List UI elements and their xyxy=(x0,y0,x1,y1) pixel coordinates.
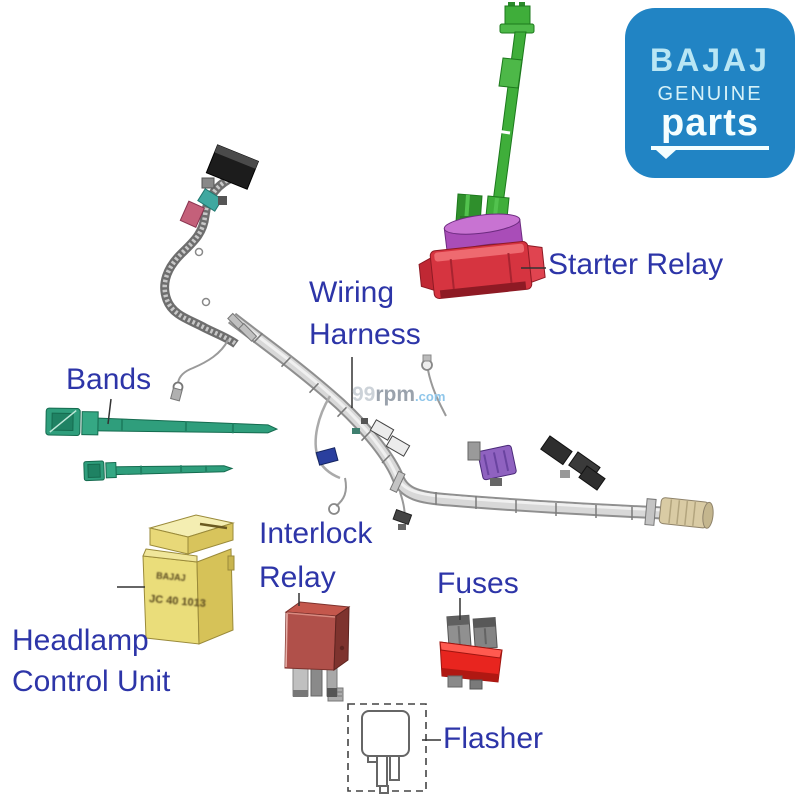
flasher-illustration xyxy=(347,703,427,794)
bajaj-genuine-parts-logo: BAJAJ GENUINE parts xyxy=(625,8,795,178)
starter-relay-label: Starter Relay xyxy=(548,248,724,281)
headlamp-label-line1: Headlamp xyxy=(12,624,149,657)
headlamp-control-unit-illustration: BAJAJ JC 40 1013 xyxy=(142,514,235,645)
watermark-mid: rpm xyxy=(375,383,416,406)
wiring-harness-label-line1: Wiring xyxy=(309,276,395,309)
headlamp-label-line2: Control Unit xyxy=(12,665,171,698)
leader-lines xyxy=(107,267,546,741)
logo-parts-text: parts xyxy=(661,102,759,144)
flasher-label: Flasher xyxy=(443,722,544,755)
fuses-label: Fuses xyxy=(437,567,519,600)
fuses-illustration xyxy=(439,614,503,690)
harness-teal-clip xyxy=(197,188,223,212)
harness-top-connector xyxy=(205,144,260,190)
leader-line-bands xyxy=(107,398,112,425)
bands-label: Bands xyxy=(66,363,152,396)
wiring-harness-illustration xyxy=(160,144,714,702)
bands-illustration xyxy=(45,407,279,482)
unit-marking-line1: BAJAJ xyxy=(156,571,186,584)
interlock-relay-label: Interlock Relay xyxy=(259,512,372,600)
headlamp-control-unit-label: Headlamp Control Unit xyxy=(12,620,170,702)
logo-underline xyxy=(651,146,769,159)
harness-pink-clip xyxy=(179,200,206,228)
logo-chevron-down-icon xyxy=(656,150,676,159)
watermark: 99rpm.com xyxy=(352,383,445,407)
harness-blue-connector xyxy=(315,447,339,466)
wiring-harness-label-line2: Harness xyxy=(309,318,421,351)
unit-marking-line2: JC 40 1013 xyxy=(149,593,207,610)
interlock-relay-illustration xyxy=(284,601,351,697)
interlock-label-line1: Interlock xyxy=(259,517,373,550)
watermark-suffix: .com xyxy=(415,389,446,404)
watermark-prefix: 99 xyxy=(352,383,376,406)
harness-purple-connector xyxy=(477,444,517,481)
wiring-harness-label: Wiring Harness xyxy=(309,272,421,356)
logo-brand-text: BAJAJ xyxy=(650,42,770,78)
logo-genuine-text: GENUINE xyxy=(657,83,763,105)
harness-end-connector xyxy=(658,497,714,529)
interlock-label-line2: Relay xyxy=(259,561,336,594)
starter-relay-illustration xyxy=(418,2,546,299)
